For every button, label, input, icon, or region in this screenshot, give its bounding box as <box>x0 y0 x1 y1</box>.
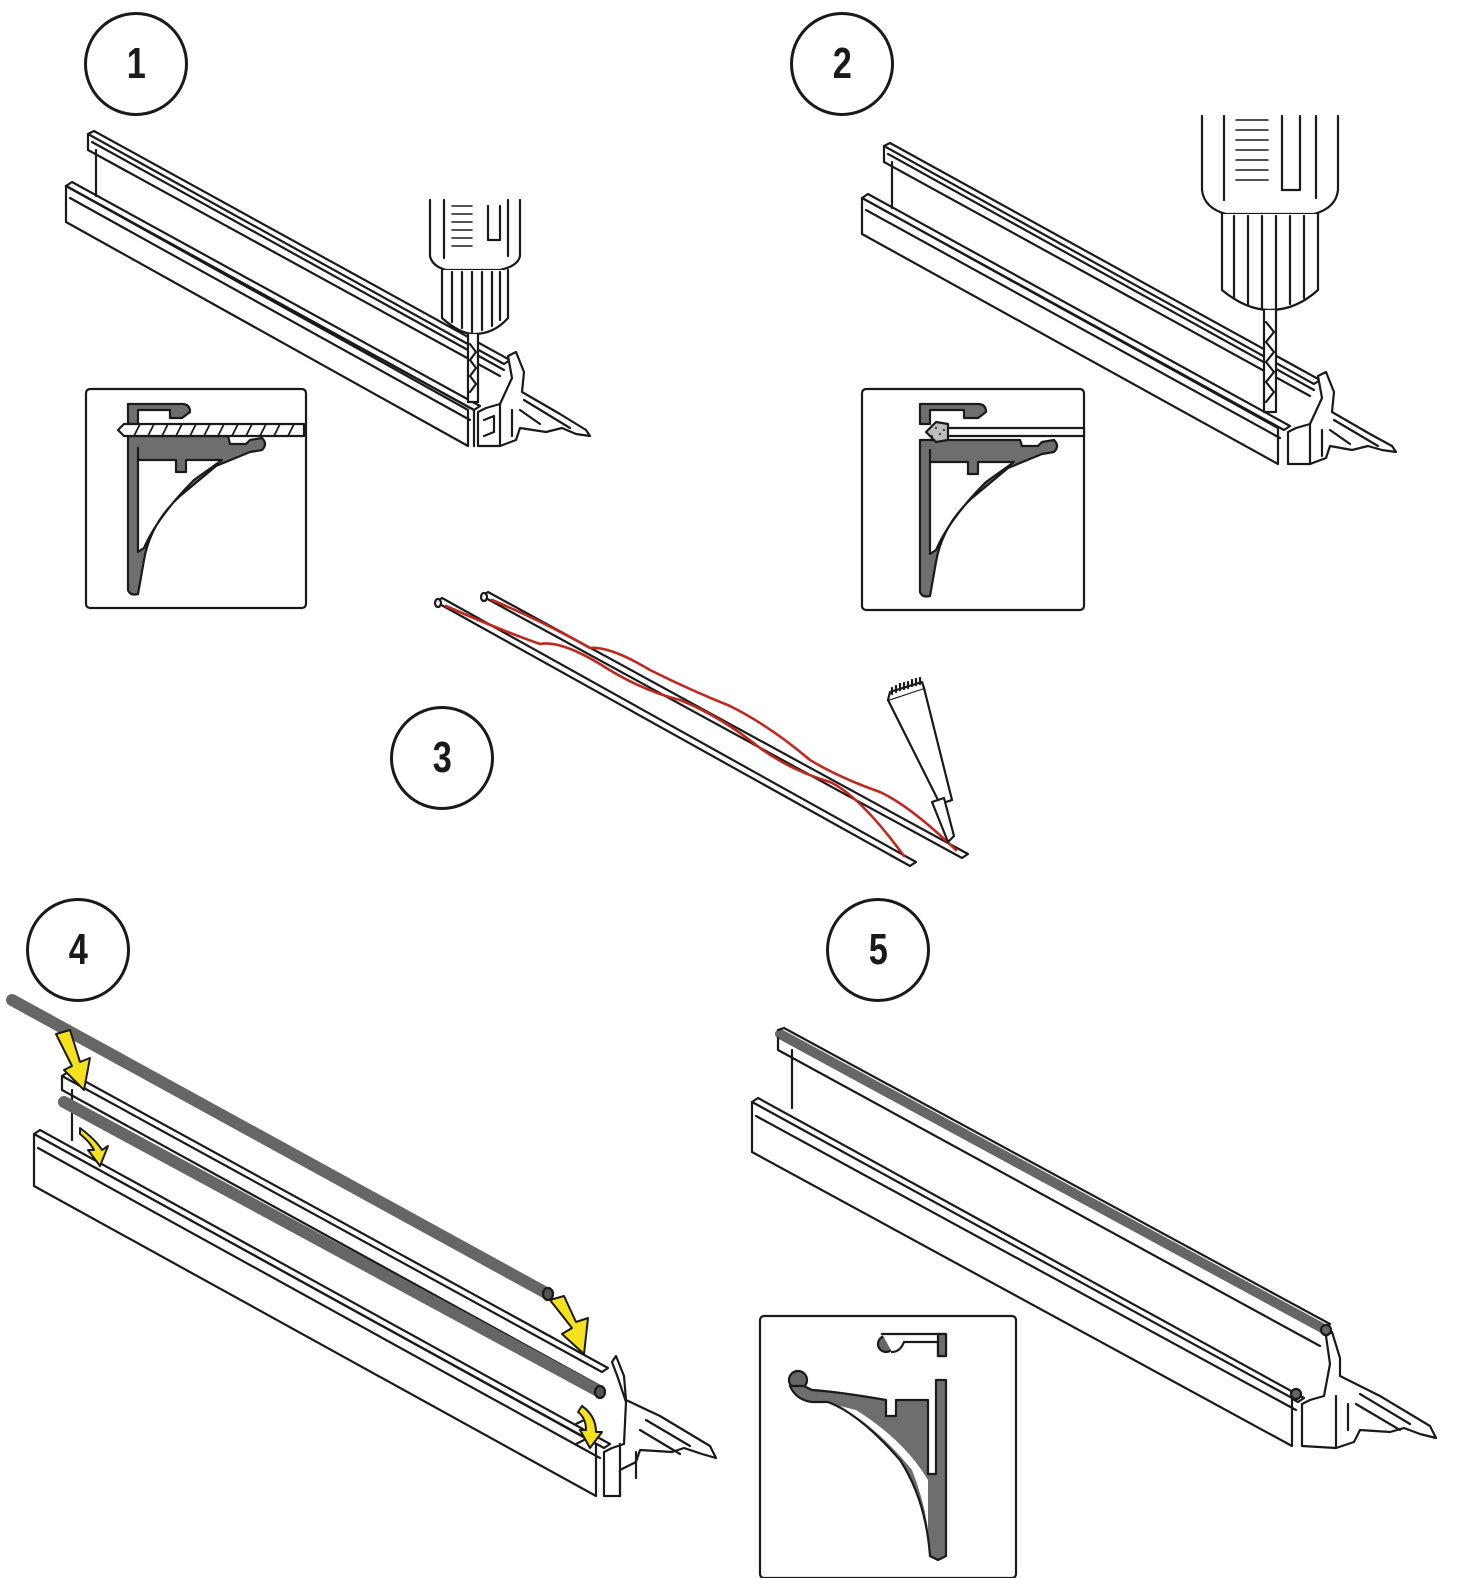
step-5-section-inset <box>758 1314 1018 1578</box>
step-5-badge: 5 <box>826 898 930 1002</box>
step-5-profile <box>750 1026 1438 1450</box>
drill-icon <box>428 198 522 404</box>
step-3-badge: 3 <box>390 706 494 810</box>
step-4-badge: 4 <box>26 898 130 1002</box>
step-3-rods <box>433 590 970 868</box>
step-4-rods <box>6 994 607 1400</box>
step-1-badge: 1 <box>84 12 188 116</box>
step-1-section-inset <box>84 387 308 610</box>
step-4-number: 4 <box>68 925 88 974</box>
adhesive-tube-icon <box>886 676 956 844</box>
step-2-profile <box>860 141 1398 466</box>
step-1-profile <box>64 129 592 448</box>
step-2-badge: 2 <box>790 12 894 116</box>
step-3-number: 3 <box>432 733 452 782</box>
step-4-profile <box>32 1070 718 1498</box>
yellow-arrow-icon <box>55 1029 603 1449</box>
step-5-number: 5 <box>868 925 888 974</box>
drill-icon <box>1200 114 1340 414</box>
step-2-section-inset <box>860 387 1086 612</box>
step-1-number: 1 <box>126 39 146 88</box>
step-2-number: 2 <box>832 39 852 88</box>
